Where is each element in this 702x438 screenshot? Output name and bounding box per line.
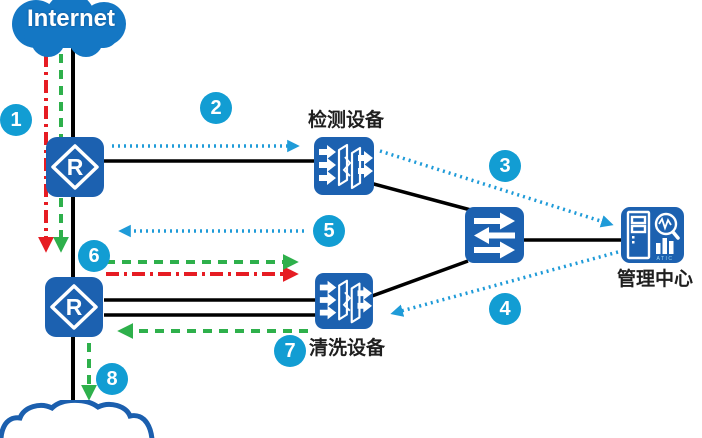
server-tower — [626, 210, 651, 260]
outflow-arrows — [357, 286, 372, 313]
step-badge-1: 1 — [0, 104, 32, 136]
management-center-icon: ATIC — [621, 207, 684, 268]
internet-cloud: Internet — [6, 0, 136, 58]
router-top-icon: R — [46, 137, 104, 202]
router-letter: R — [66, 294, 83, 320]
cleaning-device-icon — [314, 273, 374, 334]
step-badge-3: 3 — [489, 150, 521, 182]
outflow-arrows — [358, 151, 373, 178]
magnifier-handle — [671, 230, 680, 240]
detection-device-icon — [314, 137, 374, 200]
step-badge-4: 4 — [489, 293, 521, 325]
router-letter: R — [67, 154, 84, 180]
switch-arrows — [474, 212, 515, 259]
waveform — [658, 216, 672, 231]
signal-zigzag — [342, 291, 352, 312]
downstream-cloud — [0, 397, 158, 438]
cloud-outline — [0, 397, 155, 438]
detection-report-to-management-arrow — [379, 149, 614, 228]
internet-label: Internet — [26, 5, 115, 32]
step-badge-6: 6 — [78, 240, 110, 272]
filter-panels — [337, 143, 362, 190]
inflow-arrows — [319, 145, 336, 185]
tower-leds — [632, 236, 635, 244]
cloud-shape — [12, 0, 126, 57]
switch-icon — [465, 207, 524, 268]
signal-zigzag — [342, 156, 352, 177]
step-badge-2: 2 — [200, 92, 232, 124]
step-badge-7: 7 — [274, 335, 306, 367]
detection-to-switch-link — [369, 181, 483, 215]
inflow-arrows — [319, 280, 337, 320]
router-diamond — [51, 144, 99, 190]
switch-to-cleaning-link — [371, 259, 469, 298]
step-badge-8: 8 — [96, 363, 128, 395]
detection-device-label: 检测设备 — [307, 110, 384, 131]
magnifier-icon — [654, 212, 678, 236]
cleaning-device-label: 清洗设备 — [308, 338, 385, 359]
management-to-cleaning-arrow — [390, 250, 619, 317]
router-diamond — [50, 284, 98, 330]
atic-tag: ATIC — [656, 256, 673, 262]
step-badge-5: 5 — [313, 215, 345, 247]
router-bottom-icon: R — [45, 277, 103, 342]
management-center-label: 管理中心 — [616, 269, 693, 290]
filter-panels — [338, 279, 361, 324]
bar-chart-icon — [656, 238, 674, 254]
